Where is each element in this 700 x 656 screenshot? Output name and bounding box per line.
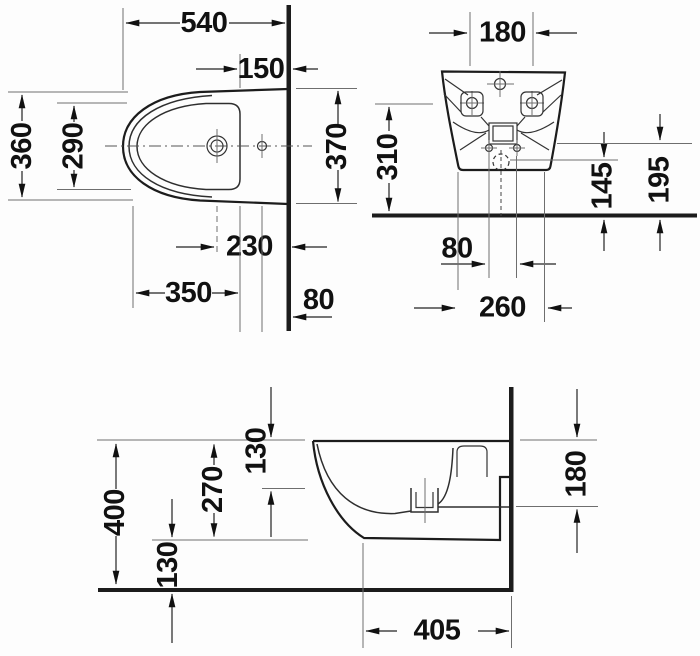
side-view-outline (311, 440, 509, 542)
dim-label-80-plan: 80 (303, 284, 334, 316)
dim-label-130-bowl: 130 (241, 428, 273, 475)
dim-front-145: 145 (510, 132, 619, 251)
dim-label-350: 350 (165, 277, 212, 309)
plan-view: 540 150 360 290 (6, 5, 357, 332)
fixing-pocket-right (520, 91, 544, 117)
dim-label-270: 270 (197, 466, 229, 513)
wall-section-side (509, 387, 514, 592)
dim-front-80: 80 (441, 152, 556, 278)
dim-label-405: 405 (414, 615, 461, 647)
dim-label-540: 540 (181, 7, 228, 39)
floor-line-front (372, 213, 697, 218)
front-view: 180 310 145 195 80 (372, 12, 697, 324)
dim-plan-540: 540 (122, 7, 286, 90)
dim-plan-370: 370 (296, 88, 357, 204)
bowl-back-curve (437, 447, 454, 505)
basin-curve-right (516, 121, 555, 134)
dim-side-400: 400 (97, 439, 305, 585)
basin-curve-left (452, 121, 490, 134)
front-view-outline (440, 70, 567, 172)
dim-label-230: 230 (226, 231, 273, 263)
dim-side-180: 180 (516, 389, 598, 553)
dim-label-80-front: 80 (441, 233, 472, 265)
dim-label-180-front: 180 (479, 17, 526, 49)
dim-label-180-side: 180 (561, 451, 593, 498)
dim-label-130-floor: 130 (152, 542, 184, 589)
dim-label-290: 290 (58, 123, 90, 170)
dim-side-130-bowl: 130 (241, 387, 305, 537)
dim-plan-230: 230 (176, 206, 327, 263)
dim-label-150: 150 (238, 53, 285, 85)
dim-label-370: 370 (321, 123, 353, 170)
dim-label-310: 310 (372, 134, 404, 181)
dim-plan-150: 150 (196, 53, 318, 88)
plan-inner-bowl (136, 102, 241, 191)
bowl-profile-curve (316, 443, 412, 515)
dim-label-145: 145 (587, 162, 619, 209)
side-view-internals (316, 443, 509, 523)
drain-funnel-inner (492, 125, 514, 142)
dim-plan-290: 290 (57, 102, 131, 190)
dim-plan-360: 360 (6, 91, 133, 201)
dim-side-405: 405 (362, 543, 512, 648)
fixing-pocket-left (460, 91, 484, 117)
dim-front-310: 310 (372, 103, 433, 212)
tap-deck-profile (456, 445, 488, 477)
dim-label-260: 260 (479, 292, 526, 324)
dim-side-270: 270 (197, 443, 229, 538)
dim-side-130-floor: 130 (152, 499, 308, 643)
dim-front-180: 180 (429, 12, 577, 66)
dim-label-360: 360 (6, 123, 38, 170)
floor-line-side (98, 588, 514, 592)
front-view-internals (443, 71, 563, 216)
dim-label-400: 400 (99, 489, 131, 536)
dim-front-260: 260 (414, 172, 572, 324)
wall-section-plan (286, 5, 291, 331)
dim-plan-350: 350 (132, 206, 241, 332)
dim-label-195: 195 (644, 156, 676, 203)
drain-funnel-outer (488, 122, 518, 145)
side-view: 400 270 130 130 180 (97, 387, 598, 648)
dim-plan-80: 80 (261, 206, 335, 332)
dim-front-195: 195 (557, 114, 692, 251)
